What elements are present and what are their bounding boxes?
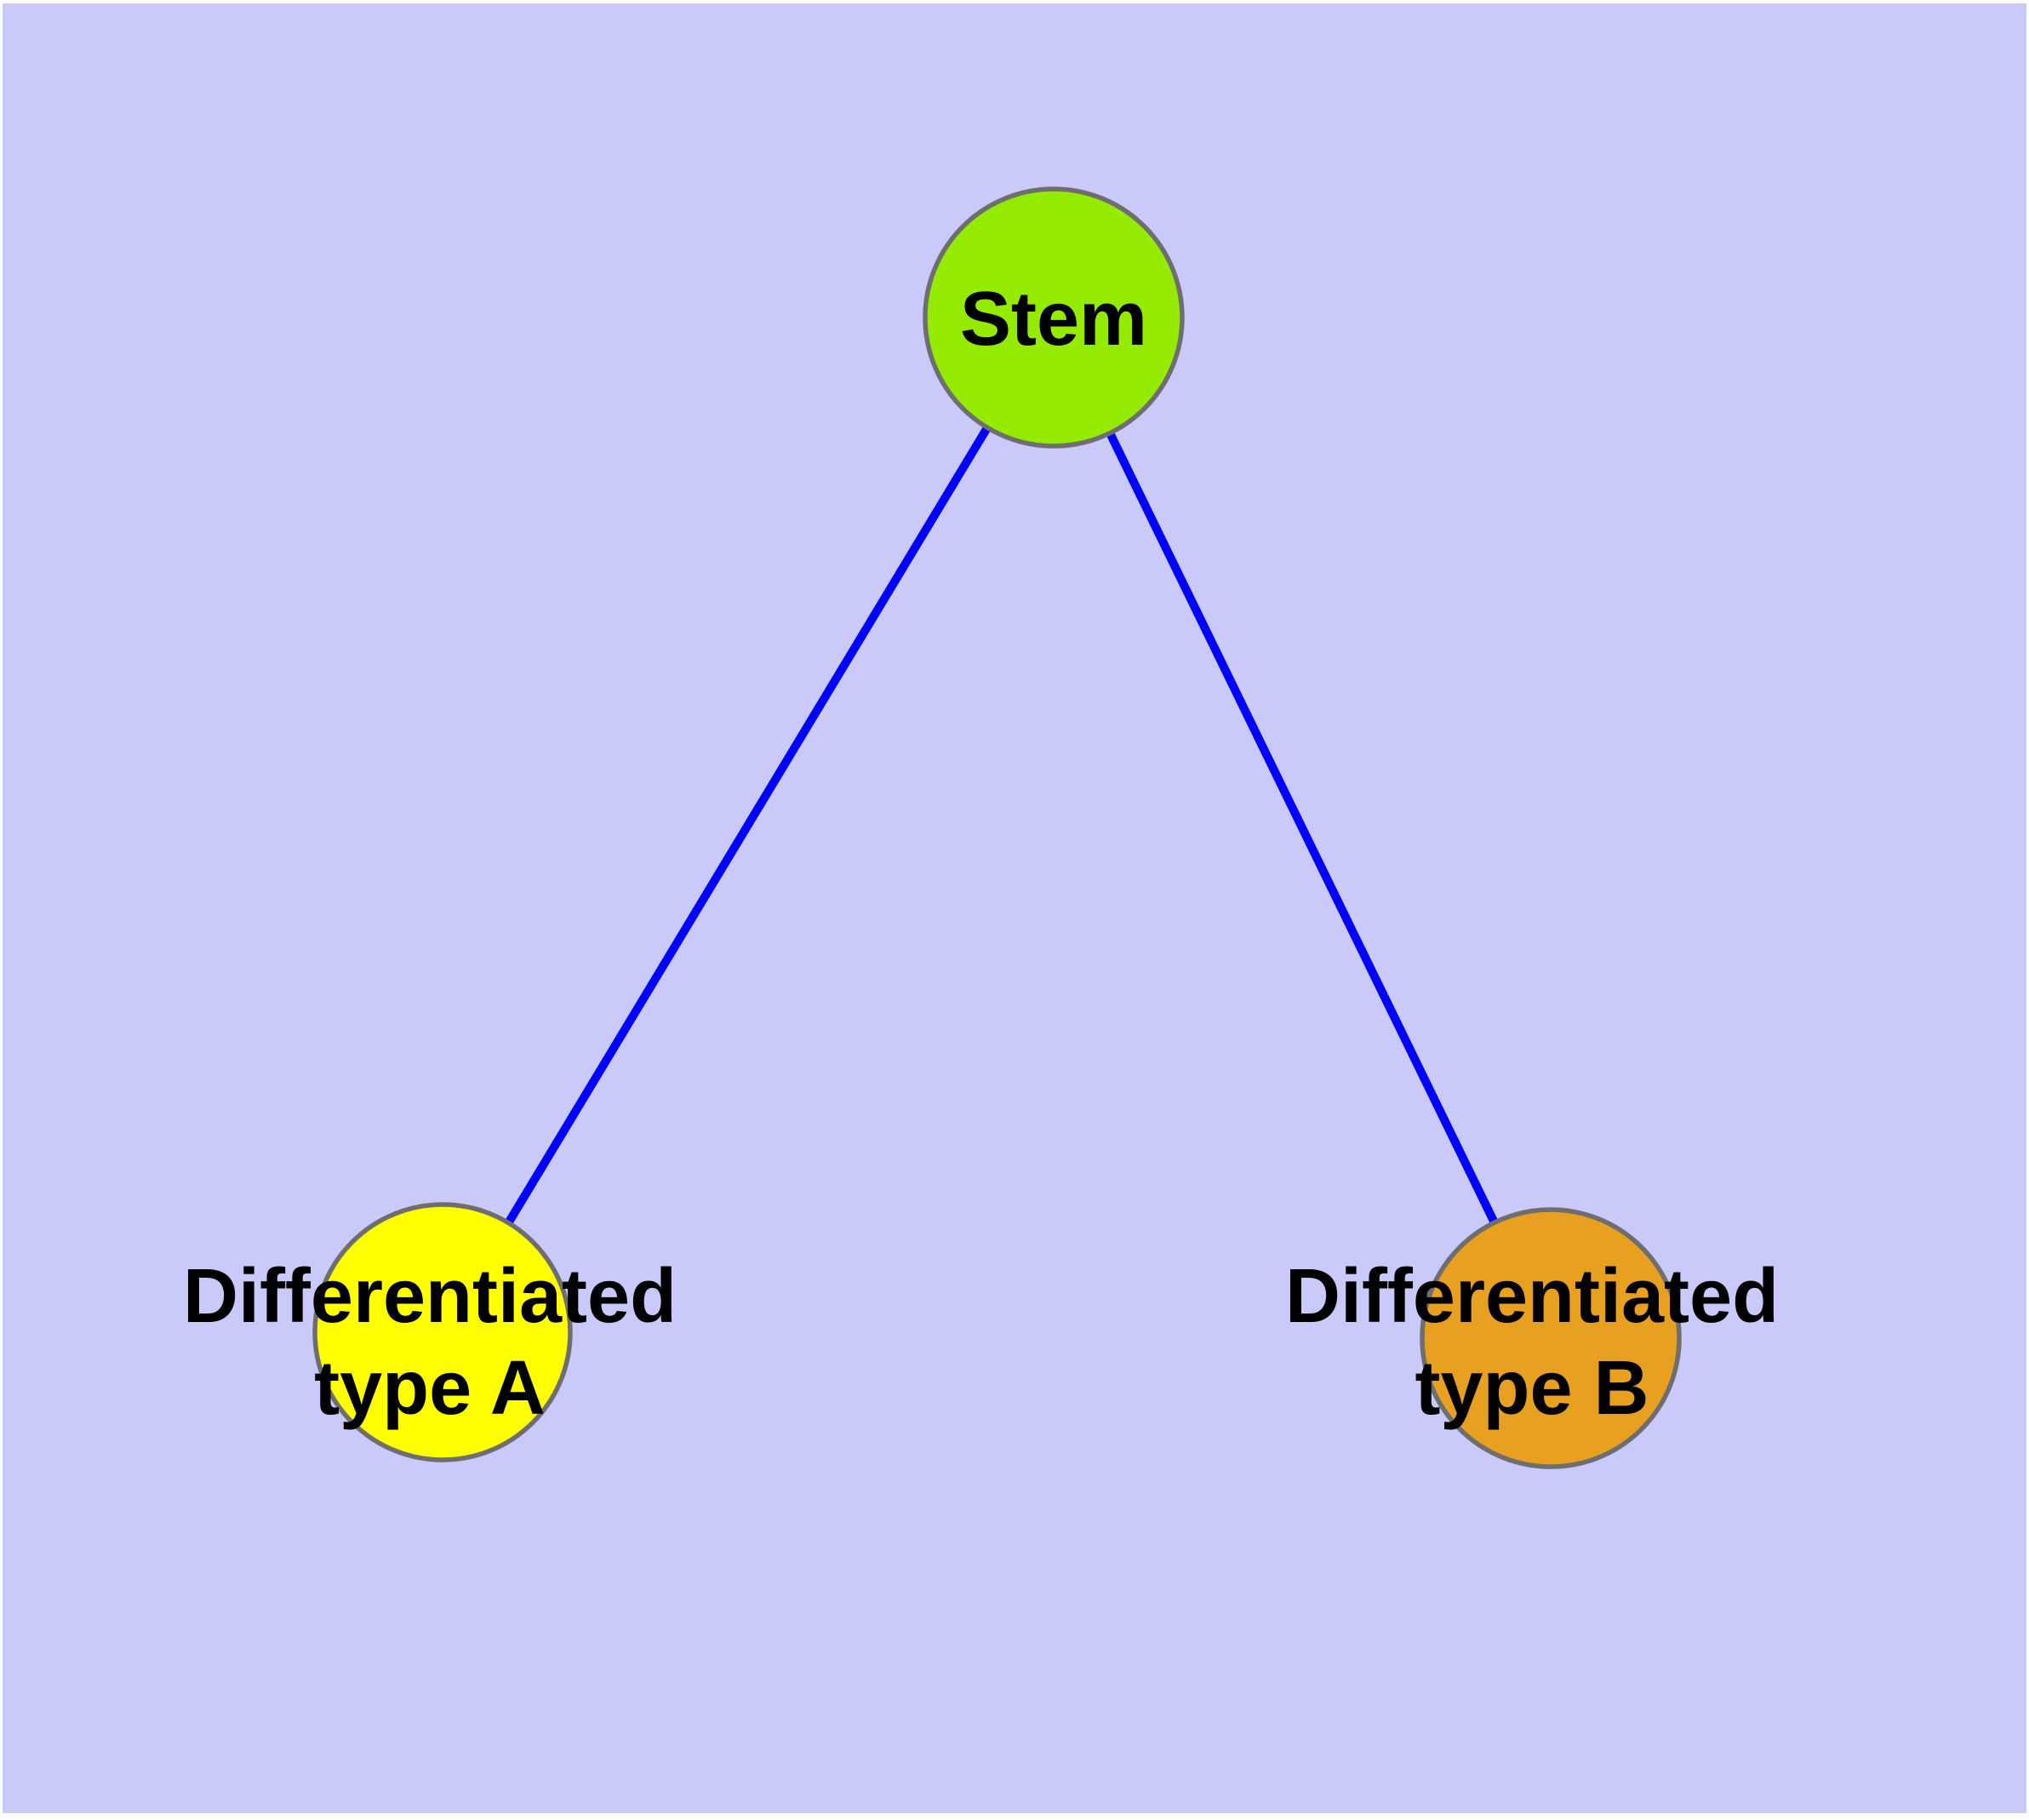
node-type-b-label: Differentiated type B [1284, 1254, 1780, 1431]
graph-svg [312, 186, 1682, 1469]
edge-stem-to-type-b [1049, 315, 1555, 1341]
edge-stem-to-type-a [438, 315, 1058, 1335]
diagram-panel: Stem Differentiated type A Differentiate… [3, 3, 2026, 1813]
node-type-b-circle [1420, 1207, 1682, 1469]
node-stem-circle [923, 186, 1185, 449]
node-stem-label: Stem [959, 277, 1148, 362]
node-type-a-circle [312, 1202, 573, 1462]
node-type-a-label: Differentiated type A [182, 1254, 677, 1431]
